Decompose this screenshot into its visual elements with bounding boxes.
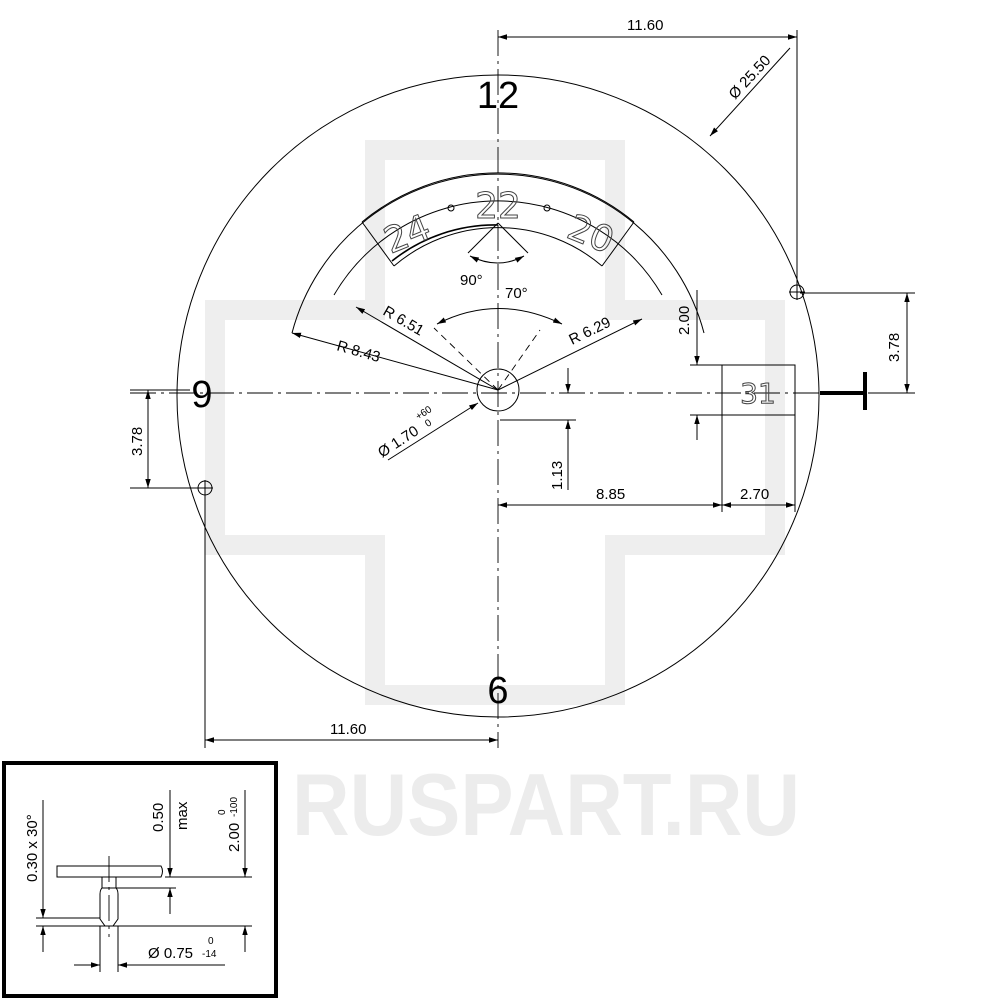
watermark-logo: RUSPART.RU — [205, 140, 800, 854]
total-height-dimension: 2.00 0 -100 — [217, 797, 243, 852]
total-height-label: 2.00 — [226, 823, 243, 852]
bottom-offset-label: 11.60 — [330, 721, 366, 738]
pin-height-label: 0.50 — [150, 803, 167, 832]
window-height-label: 2.00 — [676, 306, 693, 335]
day-window-digit: 31 — [740, 377, 776, 410]
pin-tolerance-lower: -14 — [202, 949, 217, 960]
pin-tolerance-upper: 0 — [208, 936, 214, 947]
radius-6-51-label: R 6.51 — [380, 303, 427, 340]
total-tolerance-upper: 0 — [217, 809, 228, 815]
hole-diameter-label: Ø 1.70 — [375, 423, 422, 462]
watermark-text: RUSPART.RU — [292, 755, 800, 854]
hole-tolerance-lower: 0 — [423, 417, 434, 429]
radius-8-43-label: R 8.43 — [335, 338, 382, 367]
hour-6: 6 — [487, 670, 508, 712]
foot-detail-inset: 0.30 x 30° 0.50 max 2.00 0 -100 Ø 0.75 0… — [2, 761, 278, 998]
date-digit-22: 22 — [475, 186, 521, 227]
pin-diameter-label: Ø 0.75 — [148, 945, 193, 962]
crown-stem — [820, 372, 867, 410]
dial-diameter-label: Ø 25.50 — [725, 52, 774, 103]
chamfer-label: 0.30 x 30° — [24, 814, 41, 882]
hole-offset-label: 1.13 — [549, 461, 566, 490]
hour-12: 12 — [477, 75, 519, 117]
right-vertical-label: 3.78 — [886, 333, 903, 362]
hour-9: 9 — [191, 374, 212, 416]
window-distance-label: 8.85 — [596, 486, 625, 503]
left-vertical-label: 3.78 — [129, 427, 146, 456]
window-width-label: 2.70 — [740, 486, 769, 503]
radius-6-29-label: R 6.29 — [566, 314, 613, 349]
angle-70-label: 70° — [505, 285, 528, 302]
date-digit-24: 24 — [379, 207, 437, 262]
total-tolerance-lower: -100 — [229, 797, 240, 817]
top-offset-label: 11.60 — [627, 17, 663, 34]
center-hole — [476, 368, 520, 412]
day-window — [721, 364, 796, 416]
pin-height-note: max — [174, 801, 191, 830]
angle-90-label: 90° — [460, 272, 483, 289]
